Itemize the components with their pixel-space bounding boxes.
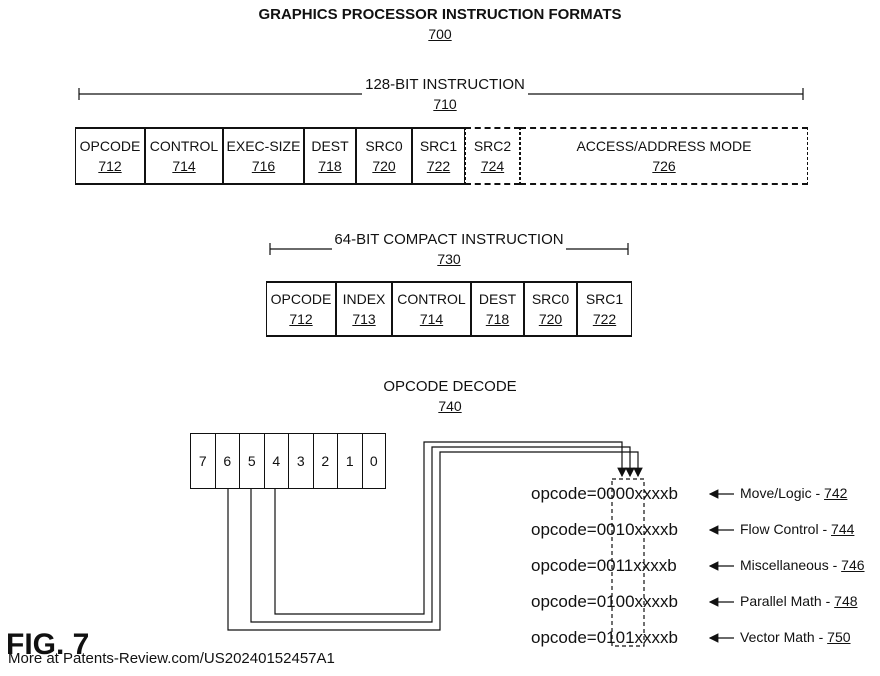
- figure-label: FIG. 7: [6, 628, 90, 661]
- format128-label: 128-BIT INSTRUCTION: [365, 76, 525, 93]
- bit-2: 2: [312, 433, 337, 489]
- category-label: Move/Logic - 742: [740, 485, 848, 501]
- bit-6: 6: [214, 433, 239, 489]
- bit-5: 5: [239, 433, 264, 489]
- opcode-line: opcode=0100xxxxb: [531, 592, 678, 611]
- opcode-line: opcode=0101xxxxb: [531, 628, 678, 647]
- figure-title: GRAPHICS PROCESSOR INSTRUCTION FORMATS: [258, 6, 622, 23]
- category-label: Parallel Math - 748: [740, 593, 858, 609]
- category-label: Flow Control - 744: [740, 521, 855, 537]
- span-128-line: [78, 88, 804, 100]
- figure-ref: 700: [428, 26, 452, 42]
- bit-3: 3: [288, 433, 313, 489]
- opcode-line: opcode=0010xxxxb: [531, 520, 678, 539]
- format128-ref: 710: [433, 96, 457, 112]
- category-arrows: [708, 489, 734, 643]
- opcode-line: opcode=0011xxxxb: [531, 556, 677, 575]
- opcode-bits: 7 6 5 4 3 2 1 0: [190, 433, 386, 489]
- decode-bits-highlight: [611, 478, 645, 647]
- bit-1: 1: [337, 433, 362, 489]
- bit-0: 0: [361, 433, 386, 489]
- bit-4: 4: [263, 433, 288, 489]
- footer-link[interactable]: More at Patents-Review.com/US20240152457…: [8, 650, 335, 667]
- decode-ref: 740: [438, 398, 462, 414]
- opcode-line: opcode=0000xxxxb: [531, 484, 678, 503]
- decode-label: OPCODE DECODE: [383, 378, 517, 395]
- format64-label: 64-BIT COMPACT INSTRUCTION: [334, 231, 564, 248]
- bit-7: 7: [190, 433, 215, 489]
- category-label: Miscellaneous - 746: [740, 557, 865, 573]
- category-label: Vector Math - 750: [740, 629, 851, 645]
- format64-ref: 730: [437, 251, 461, 267]
- span-64-line: [269, 243, 629, 255]
- bit-routing-lines: [227, 441, 643, 631]
